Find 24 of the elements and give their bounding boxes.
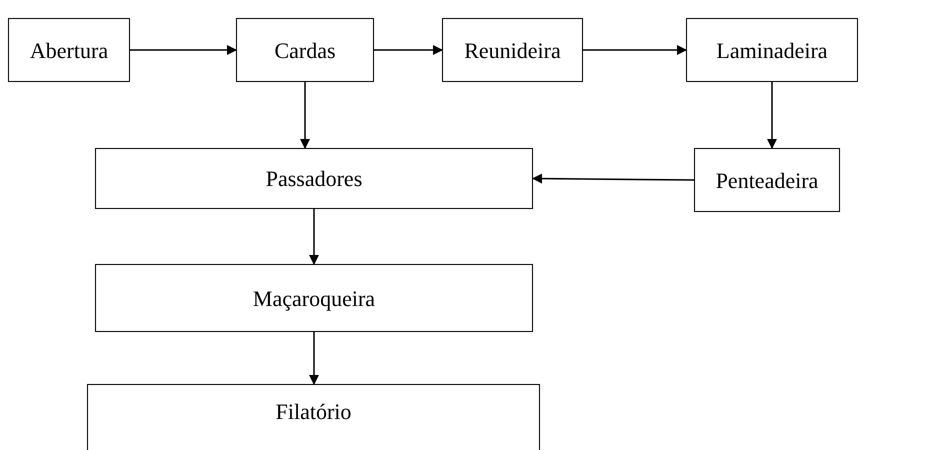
- step-label: Laminadeira: [716, 36, 828, 64]
- arrow: [374, 45, 443, 55]
- step-label: Passadores: [266, 165, 362, 193]
- process-box: [694, 148, 840, 212]
- process-box: [87, 384, 540, 450]
- step-label: Maçaroqueira: [252, 284, 376, 313]
- arrow: [583, 45, 687, 55]
- process-box: [95, 264, 533, 332]
- arrow: [300, 82, 310, 149]
- arrow: [309, 332, 319, 385]
- step-label: Penteadeira: [716, 166, 818, 194]
- step-label: Abertura: [30, 36, 108, 64]
- process-box: [442, 18, 583, 82]
- step-label: Reunideira: [464, 36, 561, 64]
- process-box: [95, 148, 533, 209]
- process-box: [686, 18, 858, 82]
- step-label: Filatório: [276, 398, 352, 426]
- arrow: [309, 209, 319, 265]
- arrow: [767, 82, 777, 149]
- process-box: [236, 18, 374, 82]
- step-label: Cardas: [274, 36, 336, 64]
- arrow: [130, 45, 237, 55]
- arrow: [532, 174, 694, 184]
- process-box: [8, 18, 130, 82]
